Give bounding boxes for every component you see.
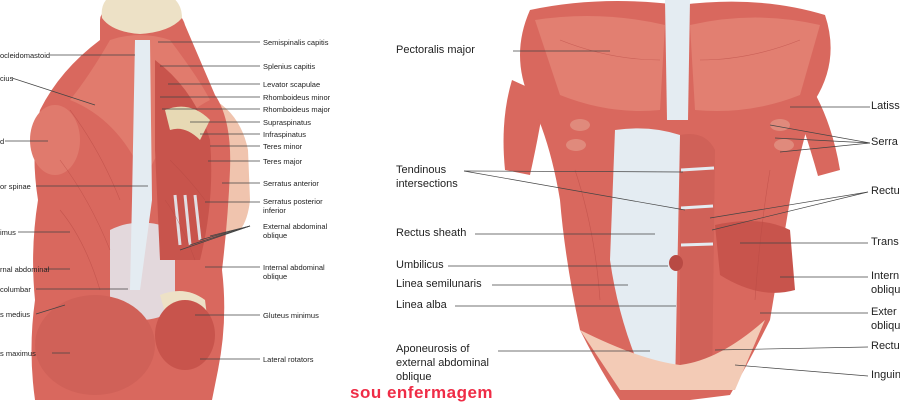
label-teres-major: Teres major: [263, 157, 303, 166]
posterior-striations: [59, 109, 206, 291]
watermark-logo: sou enfermagem: [350, 383, 494, 402]
label-external-oblique: Exter: [871, 306, 897, 318]
deltoid: [30, 105, 80, 175]
label-latissimus: imus: [0, 228, 16, 237]
label-rhomboideus-major: Rhomboideus major: [263, 105, 331, 114]
rectus-abdominis: [680, 134, 715, 390]
label-thoracolumbar: columbar: [0, 285, 31, 294]
gluteus-maximus: [35, 295, 155, 395]
pectoralis-left: [535, 16, 665, 111]
label-rectus-sheath: Rectus sheath: [396, 227, 467, 239]
label-tendinous: Tendinous: [396, 164, 447, 176]
label-rectus-abdominis: Rectu: [871, 185, 900, 197]
label-serratus-anterior: Serratus anterior: [263, 179, 319, 188]
label-internal-oblique-2: obliqu: [871, 284, 900, 296]
inguinal-region: [580, 320, 765, 390]
label-aponeurosis-external: external abdominal: [396, 357, 489, 369]
sternum: [665, 0, 690, 120]
label-gluteus-minimus: Gluteus minimus: [263, 311, 319, 320]
label-supraspinatus: Supraspinatus: [263, 118, 311, 127]
label-linea-alba: Linea alba: [396, 299, 447, 311]
label-latissimus-dorsi: Latiss: [871, 100, 900, 112]
anterior-leaders-left: [448, 50, 686, 352]
label-pectoralis-major: Pectoralis major: [396, 44, 475, 56]
label-external-abdominal: External abdominal: [263, 222, 328, 231]
label-semispinalis-capitis: Semispinalis capitis: [263, 38, 329, 47]
label-serratus-anterior-front: Serra: [871, 136, 898, 148]
label-serratus-posterior: Serratus posterior: [263, 197, 323, 206]
label-sternocleidomastoid: ocleidomastoid: [0, 51, 51, 60]
label-rectus-sheath-right: Rectu: [871, 340, 900, 352]
rectus-sheath-fascia: [610, 128, 680, 391]
posterior-figure: [30, 0, 250, 400]
label-internal-abdominal: Internal abdominal: [263, 263, 325, 272]
scapula-tendon: [165, 106, 210, 140]
label-rhomboideus-minor: Rhomboideus minor: [263, 93, 331, 102]
label-splenius-capitis: Splenius capitis: [263, 62, 316, 71]
posterior-head: [101, 0, 182, 34]
anterior-striations: [559, 39, 801, 301]
tendinous-intersections: [680, 166, 715, 247]
label-linea-semilunaris: Linea semilunaris: [396, 278, 482, 290]
label-internal-oblique: Intern: [871, 270, 900, 282]
label-aponeurosis-oblique: oblique: [396, 371, 432, 383]
label-gluteus-medius: s medius: [0, 310, 31, 319]
posterior-leaders-left: [5, 54, 148, 354]
label-levator-scapulae: Levator scapulae: [263, 80, 321, 89]
label-internal-abdominal-oblique: oblique: [263, 272, 288, 281]
gluteus-deep: [155, 300, 215, 370]
label-lateral-rotators: Lateral rotators: [263, 355, 314, 364]
label-erector-spinae: or spinae: [0, 182, 31, 191]
anterior-figure: [503, 0, 840, 400]
posterior-leaders-right: [158, 41, 260, 360]
label-serratus-posterior-inferior: inferior: [263, 206, 286, 215]
label-aponeurosis: Aponeurosis of: [396, 343, 470, 355]
umbilicus: [669, 255, 683, 271]
label-external-abdominal-oblique: oblique: [263, 231, 288, 240]
label-deltoid: d: [0, 137, 5, 146]
label-umbilicus: Umbilicus: [396, 259, 444, 271]
label-external-oblique-2: obliqu: [871, 320, 900, 332]
transversus-flap: [715, 221, 795, 293]
anterior-leaders-right: [709, 106, 871, 377]
label-intersections: intersections: [396, 178, 458, 190]
pectoralis-right: [690, 17, 820, 111]
label-trapezius: cius: [0, 74, 14, 83]
label-transversus: Trans: [871, 236, 899, 248]
label-inguinal: Inguin: [871, 369, 900, 381]
label-infraspinatus: Infraspinatus: [263, 130, 306, 139]
label-teres-minor: Teres minor: [263, 142, 303, 151]
label-gluteus-maximus: s maximus: [0, 349, 36, 358]
thoracolumbar-fascia: [110, 222, 175, 320]
label-internal-abdominal-left: rnal abdominal: [0, 265, 50, 274]
